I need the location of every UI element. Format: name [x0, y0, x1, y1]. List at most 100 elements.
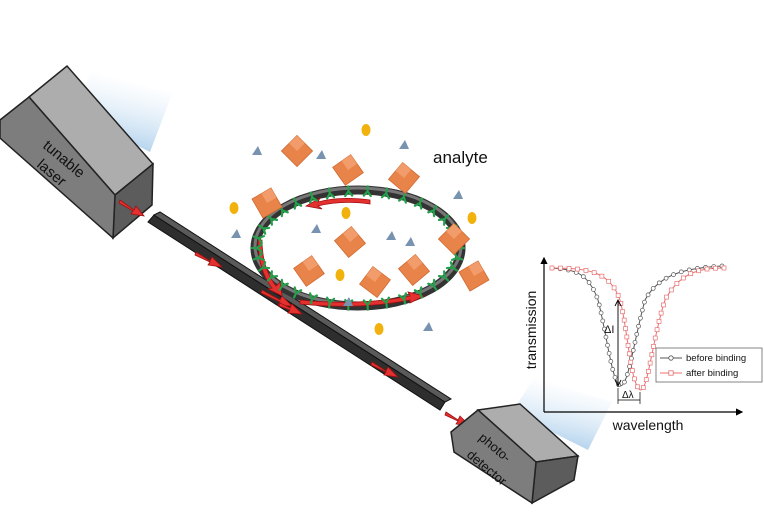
- curve-marker: [624, 372, 630, 377]
- curve-marker: [650, 286, 656, 291]
- curve-marker: [605, 342, 610, 348]
- waveguide-light-arrows: [118, 199, 472, 427]
- curve-marker: [649, 352, 655, 358]
- antibody-icon: [278, 278, 289, 291]
- protein-icon: [437, 222, 471, 256]
- curve-marker: [598, 310, 604, 316]
- curve-marker: [627, 364, 632, 369]
- curve-marker: [594, 294, 600, 300]
- curve-marker: [606, 350, 612, 356]
- curve-marker: [611, 285, 617, 291]
- curve-marker: [642, 299, 647, 305]
- antibody-icon: [437, 214, 450, 226]
- antibody-icon: [362, 185, 372, 198]
- antibody-icon: [308, 292, 318, 305]
- inset-legend: before binding after binding: [655, 347, 763, 383]
- curve-marker: [602, 326, 607, 332]
- yellow-particle-icon: [335, 269, 345, 281]
- curve-marker: [688, 271, 694, 277]
- antibody-icon: [344, 185, 354, 198]
- blue-particle-layer: [231, 140, 463, 331]
- antibody-icon: [325, 187, 336, 200]
- protein-icon: [251, 187, 283, 219]
- curve-marker: [656, 319, 662, 324]
- curve-marker: [632, 339, 638, 345]
- protein-icon: [359, 266, 391, 298]
- curve-marker: [612, 374, 618, 380]
- antibody-icon: [252, 252, 266, 261]
- curve-marker: [652, 335, 658, 341]
- antibody-icon: [293, 286, 303, 299]
- curve-marker: [623, 326, 628, 331]
- curve-marker: [647, 360, 653, 366]
- blue-particle-icon: [423, 322, 433, 331]
- antibody-icon: [413, 197, 423, 210]
- antibody-icon: [325, 296, 336, 309]
- curve-marker: [646, 369, 651, 374]
- curve-marker: [575, 266, 580, 272]
- curve-marker: [610, 367, 616, 372]
- inset-x-axis-label: wavelength: [612, 417, 684, 433]
- curve-marker: [663, 275, 669, 281]
- yellow-particle-icon: [229, 202, 239, 214]
- curve-marker: [626, 351, 632, 357]
- curve-marker: [580, 274, 586, 279]
- blue-particle-icon: [231, 229, 241, 238]
- inset-y-axis-label: transmission: [523, 291, 539, 370]
- blue-particle-icon: [453, 190, 463, 199]
- curve-marker: [638, 315, 643, 321]
- curve-marker: [639, 307, 645, 313]
- curve-marker: [664, 294, 669, 300]
- curve-marker: [640, 385, 646, 390]
- curve-marker: [625, 343, 631, 348]
- delta-intensity-label: ΔI: [604, 324, 614, 336]
- curve-marker: [651, 344, 656, 349]
- legend-before-binding: before binding: [686, 353, 746, 364]
- curve-marker: [635, 384, 640, 390]
- curve-marker: [620, 309, 626, 315]
- curve-marker: [591, 270, 597, 275]
- curve-marker: [621, 317, 627, 323]
- antibody-icon: [427, 205, 438, 218]
- blue-particle-icon: [386, 231, 396, 240]
- delta-lambda-label: Δλ: [622, 390, 634, 401]
- yellow-particle-icon: [374, 323, 384, 335]
- protein-layer: [251, 134, 490, 298]
- curve-marker: [654, 327, 660, 333]
- antibody-icon: [398, 292, 408, 305]
- laser-light-beam: [70, 72, 172, 152]
- curve-marker: [721, 265, 727, 271]
- antibody-icon: [380, 296, 391, 309]
- curve-marker: [603, 334, 609, 340]
- antibody-icon: [266, 214, 279, 226]
- protein-icon: [458, 260, 490, 292]
- antibody-icon: [266, 270, 279, 282]
- curve-marker: [606, 278, 612, 284]
- curve-marker: [671, 272, 676, 277]
- curve-marker: [566, 266, 572, 271]
- yellow-particle-icon: [341, 207, 351, 219]
- curve-marker: [661, 302, 666, 308]
- blue-particle-icon: [405, 237, 415, 246]
- curve-marker: [686, 267, 692, 273]
- antibody-icon: [362, 298, 372, 311]
- yellow-particle-icon: [467, 212, 477, 224]
- antibody-icon: [380, 187, 391, 200]
- blue-particle-icon: [343, 297, 353, 306]
- tunable-laser-box: tunable laser: [0, 64, 155, 240]
- curve-marker: [600, 318, 606, 324]
- curve-marker: [645, 292, 651, 298]
- transmission-inset-plot: transmission wavelength ΔI Δλ before bin…: [523, 256, 763, 433]
- antibody-icon: [427, 278, 438, 291]
- curve-marker: [668, 287, 674, 293]
- curve-marker: [656, 280, 662, 286]
- curve-marker: [599, 273, 605, 279]
- antibody-icon: [258, 261, 271, 272]
- antibody-icon: [308, 191, 318, 204]
- blue-particle-icon: [252, 146, 262, 155]
- curve-marker: [586, 280, 592, 285]
- antibody-icon: [250, 243, 263, 253]
- curve-marker: [674, 281, 680, 286]
- curve-marker: [622, 379, 627, 385]
